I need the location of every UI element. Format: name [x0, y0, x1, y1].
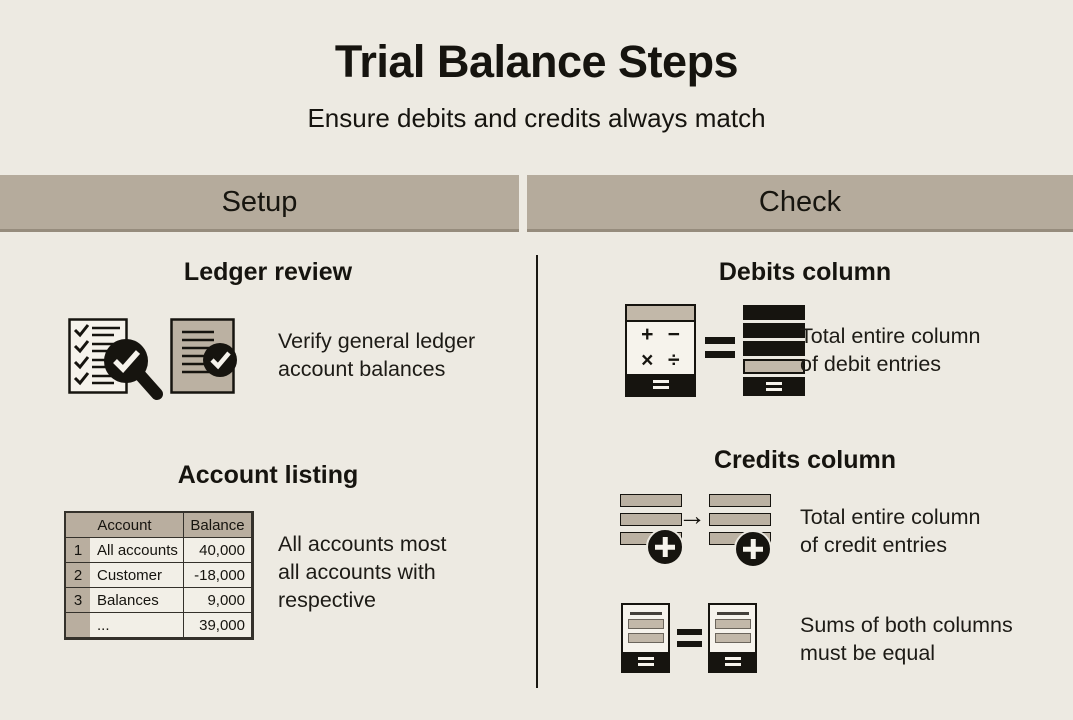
- page-title: Trial Balance Steps: [334, 36, 739, 87]
- receipt-total-band: [623, 652, 668, 671]
- receipt-bar: [627, 618, 664, 629]
- ledger-review-heading: Ledger review: [183, 258, 353, 286]
- credits-line1: Total entire column: [800, 505, 981, 529]
- debits-column-heading: Debits column: [718, 258, 892, 286]
- plus-circle-icon: [646, 528, 684, 566]
- setup-band-label: Setup: [221, 185, 298, 218]
- debits-line1: Total entire column: [800, 324, 981, 348]
- section-band-row: Setup Check: [0, 175, 1073, 232]
- table-header-balance: Balance: [184, 513, 252, 538]
- account-listing-line1: All accounts most: [278, 532, 447, 556]
- equals-icon: [652, 380, 669, 389]
- account-table: Account Balance 1 All accounts 40,000 2 …: [64, 511, 254, 640]
- table-row-num: 1: [66, 538, 90, 563]
- table-row-balance: 40,000: [184, 538, 252, 563]
- table-row-balance: -18,000: [184, 563, 252, 588]
- debit-bar: [743, 323, 805, 338]
- calculator-display: [627, 306, 694, 322]
- document-check-icon: [170, 318, 238, 394]
- credits-column-heading: Credits column: [714, 446, 896, 474]
- table-row-account: Balances: [90, 588, 184, 613]
- account-listing-description: All accounts most all accounts with resp…: [278, 530, 446, 614]
- debit-bar: [743, 341, 805, 356]
- table-row-num: [66, 613, 90, 638]
- column-divider: [536, 255, 538, 688]
- equals-icon: [705, 337, 735, 358]
- table-row-balance: 9,000: [184, 588, 252, 613]
- table-row-account: ...: [90, 613, 184, 638]
- page-subtitle: Ensure debits and credits always match: [307, 103, 766, 133]
- arrow-right-icon: →: [678, 500, 706, 531]
- multiply-key: ×: [641, 349, 654, 372]
- receipt-icon: [621, 603, 670, 673]
- credits-description: Total entire column of credit entries: [800, 503, 980, 559]
- equality-description: Sums of both columns must be equal: [800, 611, 1013, 667]
- receipt-icon: [708, 603, 757, 673]
- ledger-review-line1: Verify general ledger: [278, 329, 476, 353]
- table-row-balance: 39,000: [184, 613, 252, 638]
- check-band: Check: [527, 175, 1073, 232]
- divide-key: ÷: [667, 349, 680, 372]
- receipt-bar: [627, 632, 664, 643]
- calculator-equals-band: [627, 374, 694, 395]
- equality-line2: must be equal: [800, 641, 936, 665]
- account-listing-heading: Account listing: [177, 461, 359, 489]
- equality-line1: Sums of both columns: [800, 613, 1013, 637]
- account-listing-line2: all accounts with: [278, 560, 436, 584]
- calculator-keys: + − × ÷: [627, 322, 694, 374]
- receipt-bar: [714, 632, 751, 643]
- setup-band: Setup: [0, 175, 519, 232]
- check-band-label: Check: [758, 185, 842, 218]
- debit-total-band: [743, 377, 805, 396]
- debit-bars-icon: [743, 305, 805, 396]
- plus-circle-icon: [734, 530, 772, 568]
- table-row-num: 2: [66, 563, 90, 588]
- debit-bar: [743, 305, 805, 320]
- table-row-num: 3: [66, 588, 90, 613]
- credits-line2: of credit entries: [800, 533, 947, 557]
- debits-line2: of debit entries: [800, 352, 942, 376]
- receipt-line: [716, 612, 749, 615]
- receipt-line: [629, 612, 662, 615]
- receipt-bar: [714, 618, 751, 629]
- equals-icon: [677, 629, 702, 647]
- ledger-review-description: Verify general ledger account balances: [278, 327, 475, 383]
- equals-icon: [637, 657, 654, 666]
- table-row-account: All accounts: [90, 538, 184, 563]
- credit-stacks-icon: →: [620, 494, 790, 569]
- table-row-account: Customer: [90, 563, 184, 588]
- debit-bar-tan: [743, 359, 805, 374]
- equals-icon: [766, 382, 782, 391]
- receipt-total-band: [710, 652, 755, 671]
- magnifier-check-icon: [100, 334, 166, 404]
- minus-key: −: [667, 323, 680, 346]
- plus-key: +: [641, 323, 654, 346]
- calculator-icon: + − × ÷: [625, 304, 696, 397]
- table-header-account: Account: [66, 513, 184, 538]
- equals-icon: [724, 657, 741, 666]
- account-listing-line3: respective: [278, 588, 376, 612]
- debits-description: Total entire column of debit entries: [800, 322, 980, 378]
- ledger-review-line2: account balances: [278, 357, 446, 381]
